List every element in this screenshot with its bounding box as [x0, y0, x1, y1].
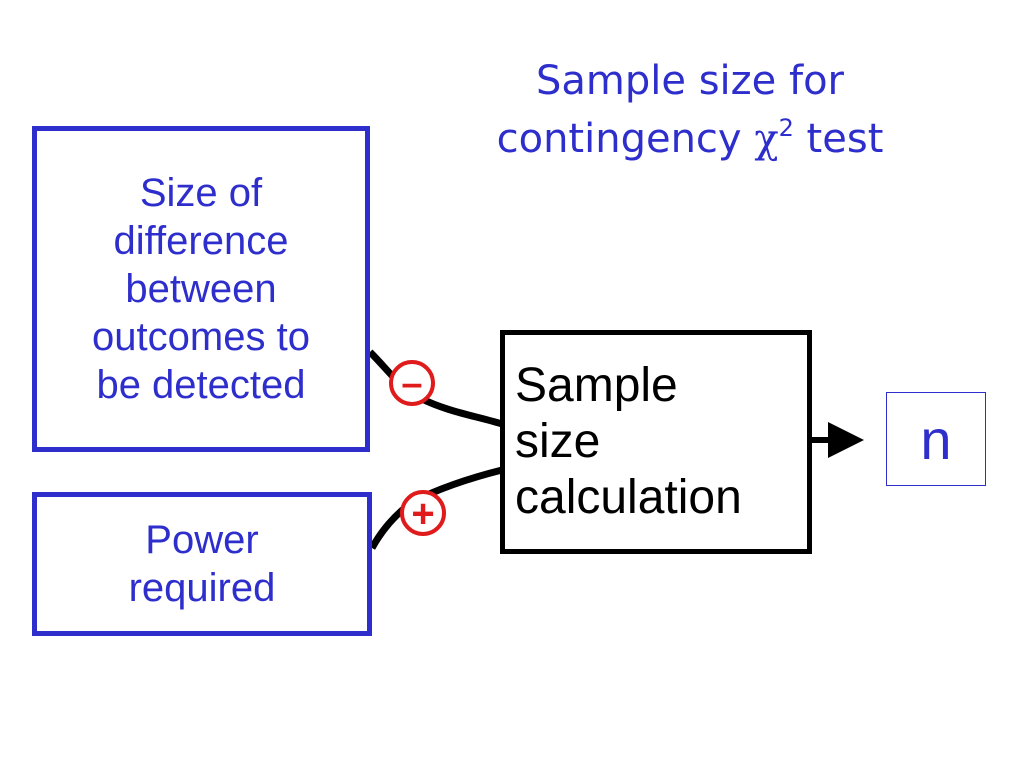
title-line-1: Sample size for — [536, 58, 844, 104]
calculation-label: Sample size calculation — [515, 359, 742, 524]
minus-sign-badge: – — [389, 360, 435, 406]
chi-symbol: χ — [754, 116, 779, 162]
chi-superscript: 2 — [778, 114, 794, 142]
plus-sign-badge: + — [400, 490, 446, 536]
title-line-2: contingency χ2 test — [440, 110, 940, 168]
slide-title: Sample size for contingency χ2 test — [440, 52, 940, 168]
difference-label: Size of difference between outcomes to b… — [92, 171, 310, 407]
title-contingency-text: contingency — [496, 116, 755, 162]
title-test-text: test — [793, 116, 884, 162]
power-label: Power required — [128, 518, 276, 610]
output-n-box: n — [886, 392, 986, 486]
difference-box: Size of difference between outcomes to b… — [32, 126, 370, 452]
output-n-label: n — [920, 407, 952, 471]
plus-sign: + — [411, 492, 434, 536]
calculation-box: Sample size calculation — [500, 330, 812, 554]
power-box: Power required — [32, 492, 372, 636]
minus-sign: – — [401, 363, 422, 405]
